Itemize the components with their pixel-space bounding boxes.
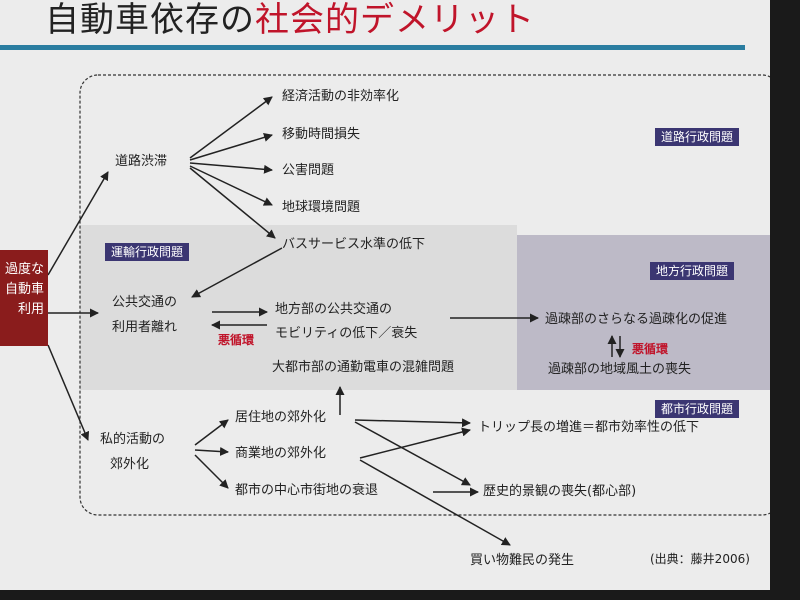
arrow-global <box>189 165 273 206</box>
node-pt-users-2: 利用者離れ <box>112 320 178 335</box>
node-pollution: 公害問題 <box>282 163 335 178</box>
tag-transport: 運輸行政問題 <box>105 243 190 261</box>
node-rural-pt-1: 地方部の公共交通の <box>275 302 393 317</box>
title-prefix: 自動車依存の <box>45 0 255 40</box>
node-trip: トリップ長の増進＝都市効率性の低下 <box>478 420 700 435</box>
arrow-pollution <box>189 162 273 174</box>
left-box-line-1: 過度な <box>4 262 44 277</box>
arrow-commercial-shopping <box>359 459 511 546</box>
arrow-bus <box>189 167 276 239</box>
tag-urban: 都市行政問題 <box>655 400 740 418</box>
node-downtown: 都市の中心市街地の衰退 <box>235 483 379 498</box>
tag-local: 地方行政問題 <box>650 262 735 280</box>
arrow-private-downtown <box>194 454 229 489</box>
slide: 自動車依存の社会的デメリット <box>0 0 770 590</box>
arrow-car-congestion <box>47 171 109 276</box>
node-metro: 大都市部の通勤電車の混雑問題 <box>272 360 455 375</box>
node-commercial: 商業地の郊外化 <box>235 446 327 461</box>
title-rule <box>0 45 745 50</box>
local-zone <box>517 235 770 390</box>
arrow-private-commercial <box>194 447 229 457</box>
node-bus: バスサービス水準の低下 <box>282 237 426 252</box>
node-global: 地球環境問題 <box>282 200 361 215</box>
slide-title: 自動車依存の社会的デメリット <box>45 0 535 41</box>
left-box-line-2: 自動車 <box>4 282 44 297</box>
arrow-residential-scenery <box>354 421 471 486</box>
node-private-1: 私的活動の <box>100 432 166 447</box>
node-rural-pt-2: モビリティの低下／衰失 <box>275 326 418 341</box>
arrow-residential-trip <box>354 418 471 428</box>
diagram-connectors <box>47 74 770 546</box>
tag-road: 道路行政問題 <box>655 128 740 146</box>
arrow-car-private <box>47 344 90 441</box>
node-pt-users-1: 公共交通の <box>112 295 178 310</box>
vicious-cycle-left: 悪循環 <box>218 333 255 347</box>
title-highlight: 社会的デメリット <box>255 0 535 40</box>
node-private-2: 郊外化 <box>110 457 150 472</box>
vicious-cycle-right: 悪循環 <box>632 342 669 356</box>
arrow-private-residential <box>194 419 229 446</box>
arrow-commercial-trip <box>359 427 471 459</box>
node-time: 移動時間損失 <box>282 127 361 142</box>
source-credit: (出典：藤井2006) <box>650 552 750 566</box>
arrow-bus-users <box>191 247 283 298</box>
dashed-frame <box>79 74 770 516</box>
arrow-time <box>189 133 273 161</box>
node-shopping: 買い物難民の発生 <box>470 553 575 568</box>
excessive-car-use-box: 過度な 自動車 利用 <box>0 250 48 346</box>
node-econ: 経済活動の非効率化 <box>282 89 400 104</box>
node-scenery: 歴史的景観の喪失(都心部) <box>483 484 637 499</box>
node-depop: 過疎部のさらなる過疎化の促進 <box>545 312 728 327</box>
node-residential: 居住地の郊外化 <box>235 410 327 425</box>
left-box-line-3: 利用 <box>17 302 44 317</box>
node-depop-culture: 過疎部の地域風土の喪失 <box>548 362 692 377</box>
arrow-econ <box>189 96 273 159</box>
node-congestion: 道路渋滞 <box>115 154 168 169</box>
